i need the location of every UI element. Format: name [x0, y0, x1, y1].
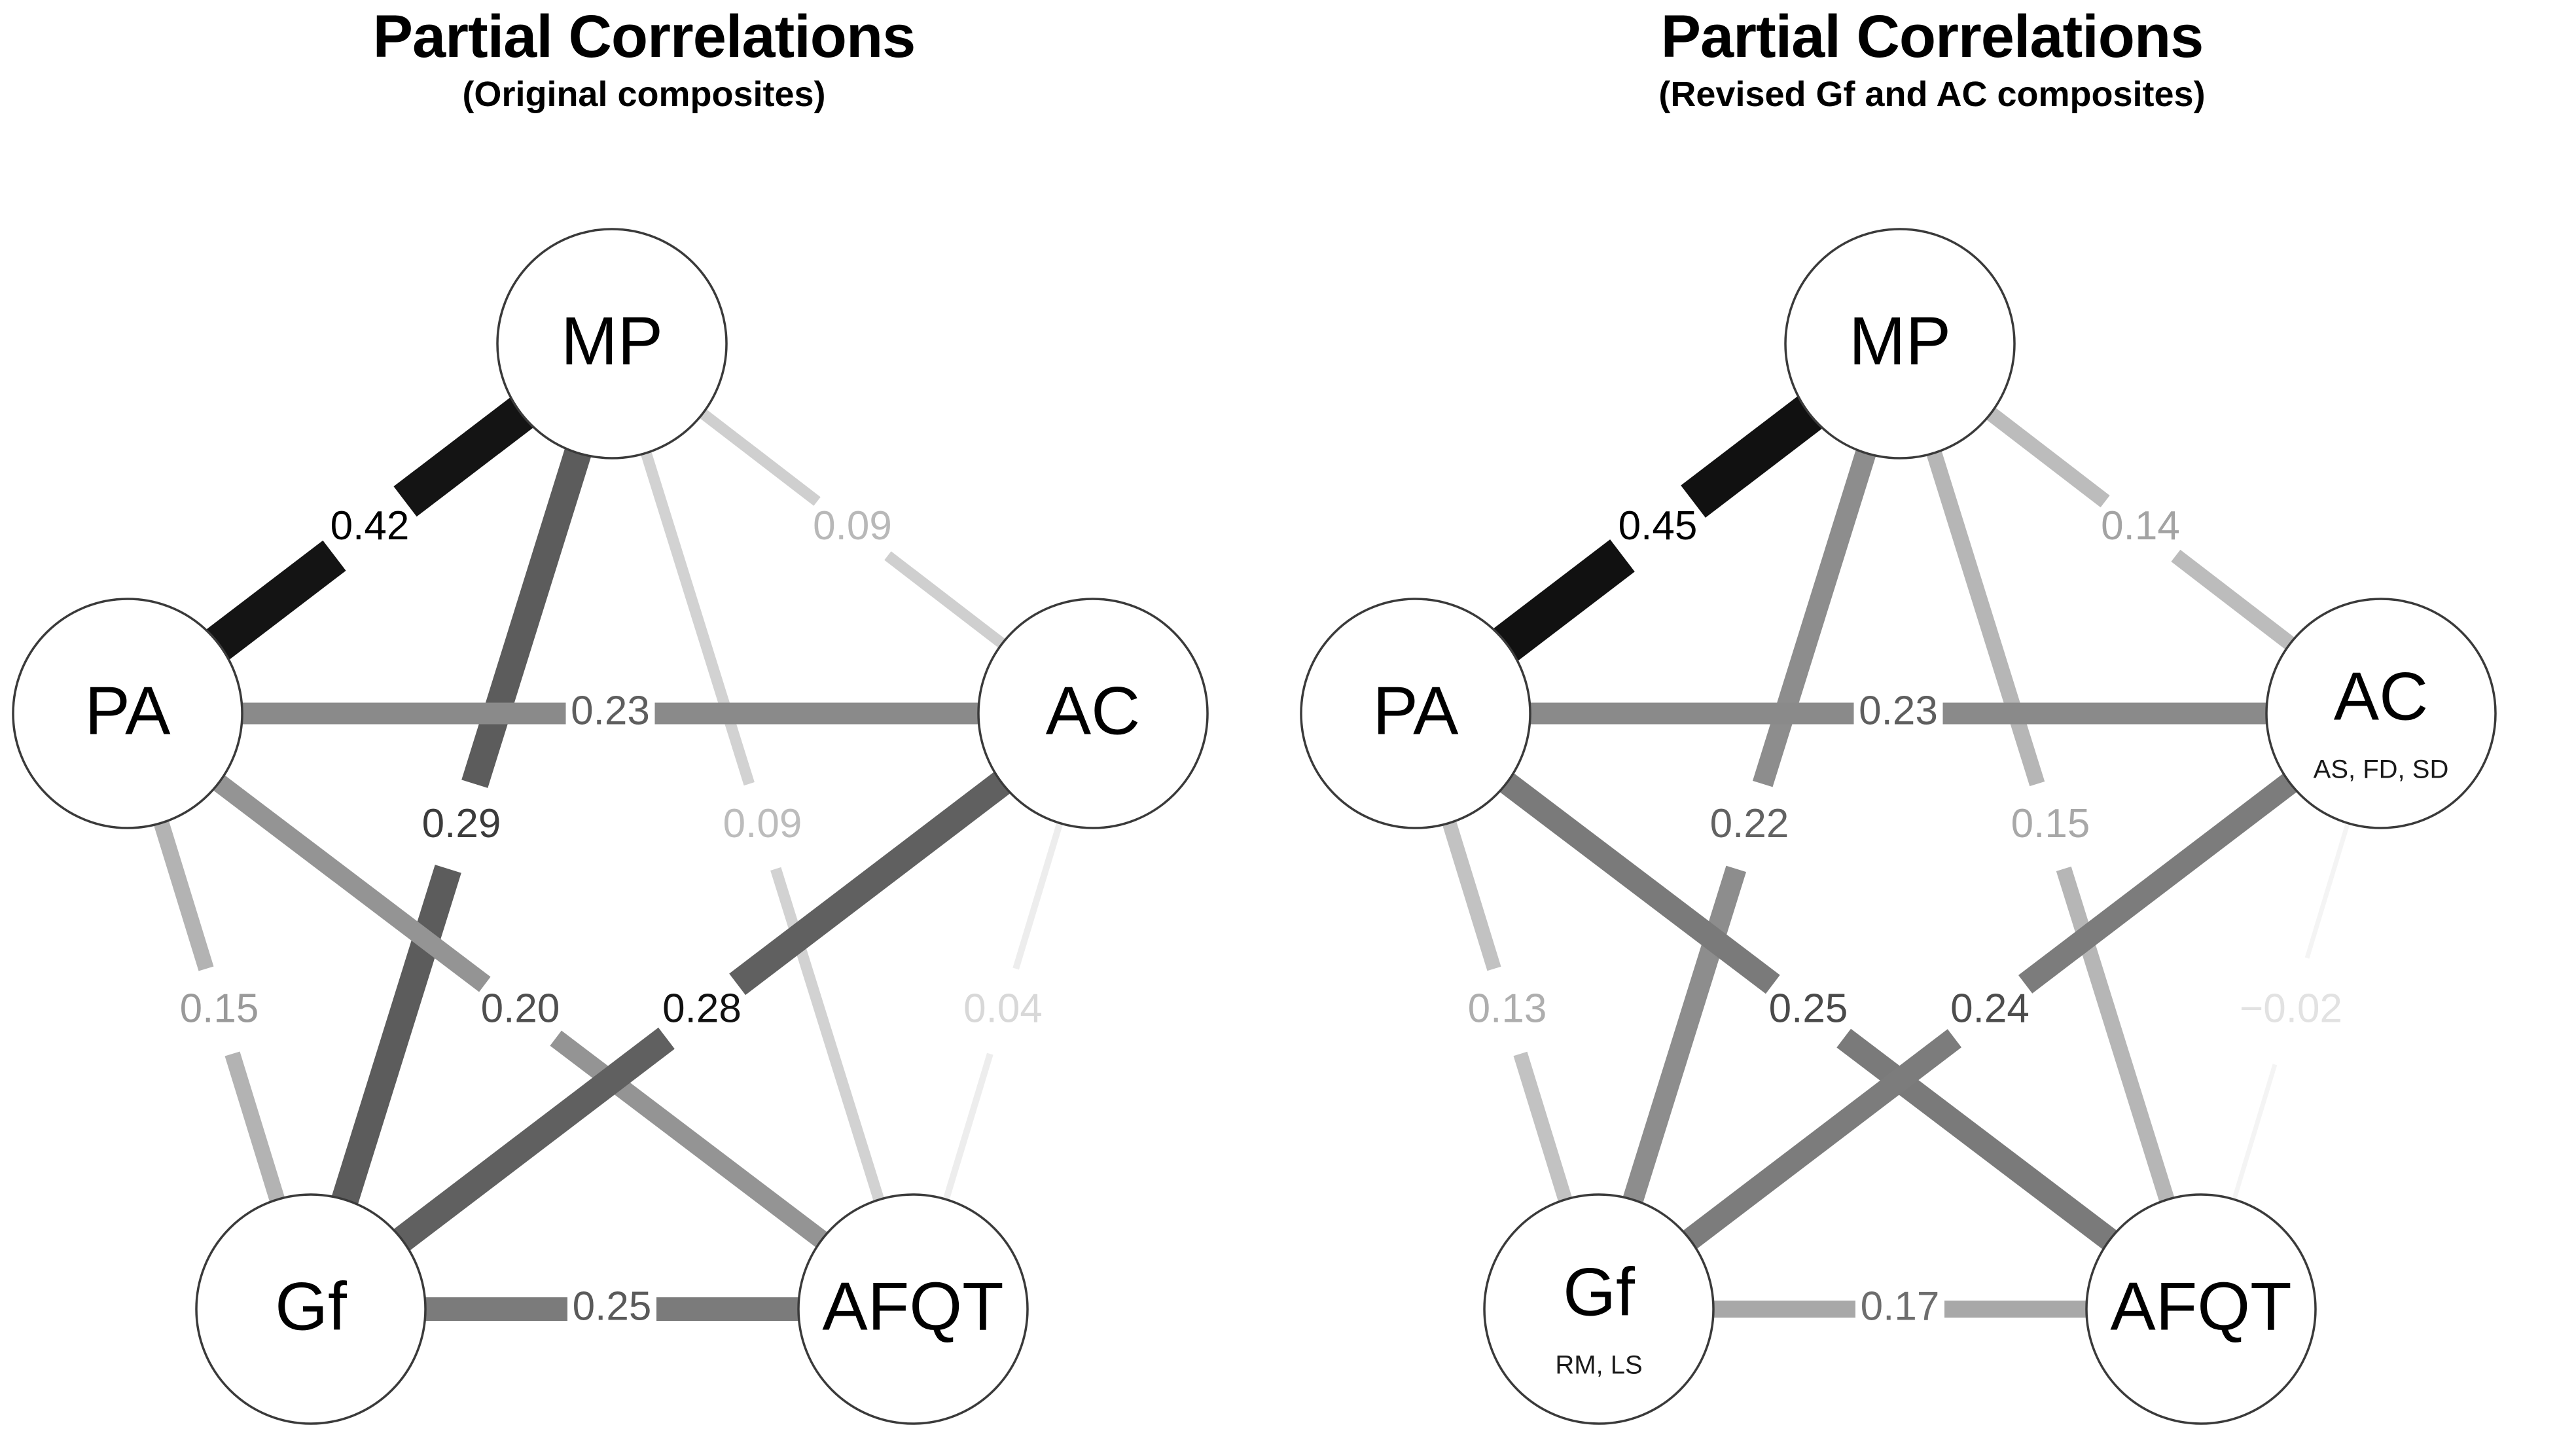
node-circle-gf — [1483, 1193, 1715, 1425]
edge-label-ac-afqt: −0.02 — [2240, 986, 2342, 1031]
edge-label-ac-afqt: 0.04 — [963, 986, 1043, 1031]
edge-pa-gf — [1441, 818, 1573, 1204]
edge-mp-afqt — [639, 448, 885, 1204]
panel-left-title-block: Partial Correlations (Original composite… — [0, 0, 1288, 114]
edge-mp-pa — [1492, 395, 1823, 662]
panel-left-title: Partial Correlations — [372, 3, 916, 70]
node-circle-gf — [195, 1193, 427, 1425]
panel-right-subtitle: (Revised Gf and AC composites) — [1658, 74, 2206, 114]
node-afqt[interactable]: AFQT — [2085, 1193, 2317, 1425]
edge-label-layer: 0.42 0.29 0.09 0.09 0.23 0.15 0.20 0.28 0.25 0.04 — [180, 503, 1043, 1329]
edge-mp-afqt — [1925, 448, 2175, 1205]
node-label-mp: MP — [1849, 303, 1951, 379]
edge-gf-ac — [391, 770, 1012, 1252]
node-circle-mp — [496, 228, 728, 459]
edge-mp-pa — [205, 396, 535, 661]
node-layer: MP PA AC Gf AFQT — [12, 228, 1209, 1425]
node-circle-ac — [2265, 598, 2497, 829]
edge-label-pa-gf: 0.15 — [180, 986, 259, 1031]
node-circle-mp — [1784, 228, 2016, 459]
edge-mp-gf — [1622, 447, 1877, 1206]
node-gf[interactable]: Gf — [195, 1193, 427, 1425]
node-circle-pa — [12, 598, 243, 829]
node-circle-pa — [1300, 598, 1531, 829]
edge-label-mp-gf: 0.22 — [1710, 801, 1789, 846]
node-label-ac: AC — [1046, 673, 1140, 749]
node-label-afqt: AFQT — [2110, 1269, 2291, 1344]
node-pa[interactable]: PA — [12, 598, 243, 829]
edge-label-pa-ac: 0.23 — [571, 688, 650, 733]
node-label-ac: AC — [2334, 658, 2428, 734]
panel-left-subtitle: (Original composites) — [462, 74, 826, 114]
edge-mp-ac — [1984, 406, 2297, 651]
edge-label-pa-ac: 0.23 — [1859, 688, 1938, 733]
panel-right-title: Partial Correlations — [1660, 3, 2204, 70]
node-circle-afqt — [2085, 1193, 2317, 1425]
edge-label-gf-ac: 0.24 — [1950, 986, 2030, 1031]
panel-left: Partial Correlations (Original composite… — [0, 0, 1288, 1425]
edge-label-pa-afqt: 0.25 — [1769, 986, 1848, 1031]
node-afqt[interactable]: AFQT — [797, 1193, 1029, 1425]
node-ac[interactable]: AC — [977, 598, 1209, 829]
edge-label-mp-gf: 0.29 — [422, 801, 501, 846]
edge-label-gf-afqt: 0.25 — [573, 1284, 652, 1329]
edge-layer — [1441, 395, 2351, 1318]
node-circle-afqt — [797, 1193, 1029, 1425]
edge-label-mp-pa: 0.45 — [1619, 503, 1698, 549]
network-diagram-left: MP PA AC Gf AFQT 0.42 0.29 0.09 0.09 0.23 0.15 0.20… — [12, 228, 1209, 1425]
edge-label-mp-afqt: 0.15 — [2011, 801, 2090, 846]
node-label-mp: MP — [561, 303, 663, 379]
node-mp[interactable]: MP — [496, 228, 728, 459]
edge-layer — [152, 396, 1064, 1321]
panel-right-title-block: Partial Correlations (Revised Gf and AC … — [1288, 0, 2576, 114]
edge-ac-afqt — [2231, 819, 2351, 1203]
node-label-pa: PA — [1372, 673, 1459, 749]
node-circle-ac — [977, 598, 1209, 829]
edge-pa-afqt — [1497, 771, 2119, 1251]
edge-label-layer: 0.45 0.22 0.14 0.15 0.23 0.13 0.25 0.24 0.17 −0.0… — [1468, 503, 2342, 1329]
node-label-pa: PA — [84, 673, 171, 749]
edge-ac-afqt — [942, 819, 1064, 1203]
edge-mp-ac — [697, 407, 1008, 650]
edge-gf-ac — [1681, 772, 2299, 1251]
node-sublabel-ac: AS, FD, SD — [2314, 755, 2449, 784]
edge-mp-gf — [331, 446, 592, 1207]
node-label-gf: Gf — [1563, 1254, 1636, 1330]
edge-label-mp-ac: 0.09 — [813, 503, 892, 549]
edge-label-mp-afqt: 0.09 — [723, 801, 802, 846]
node-pa[interactable]: PA — [1300, 598, 1531, 829]
edge-label-gf-afqt: 0.17 — [1861, 1284, 1940, 1329]
edge-label-pa-gf: 0.13 — [1468, 986, 1547, 1031]
node-mp[interactable]: MP — [1784, 228, 2016, 459]
edge-label-mp-pa: 0.42 — [331, 503, 410, 549]
node-sublabel-gf: RM, LS — [1555, 1351, 1642, 1380]
edge-label-gf-ac: 0.28 — [662, 986, 742, 1031]
edge-label-pa-afqt: 0.20 — [481, 986, 560, 1031]
edge-pa-gf — [152, 818, 286, 1205]
panel-right: Partial Correlations (Revised Gf and AC … — [1288, 0, 2576, 1440]
edge-label-mp-ac: 0.14 — [2101, 503, 2180, 549]
node-label-afqt: AFQT — [822, 1269, 1003, 1344]
node-ac[interactable]: AC AS, FD, SD — [2265, 598, 2497, 829]
node-label-gf: Gf — [275, 1269, 348, 1344]
